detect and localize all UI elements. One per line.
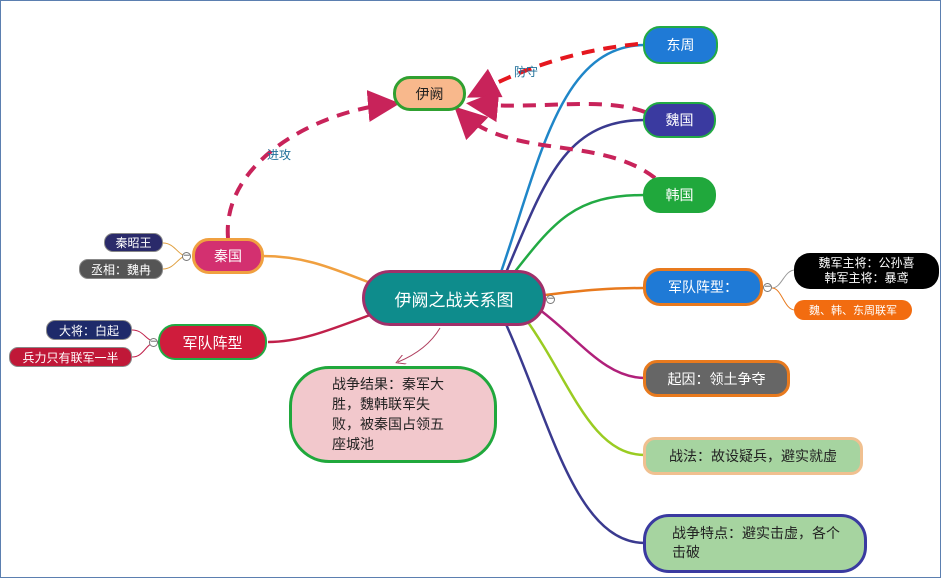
central-topic[interactable]: 伊阙之战关系图 xyxy=(362,270,546,326)
formation-left-collapse-toggle[interactable]: − xyxy=(149,337,158,347)
defend-arrow-han xyxy=(454,106,657,180)
node-alliance[interactable]: 魏、韩、东周联军 xyxy=(794,300,912,320)
branch-wei xyxy=(503,118,646,276)
node-dongzhou-label: 东周 xyxy=(666,38,695,54)
target-yique[interactable]: 伊阙 xyxy=(393,76,466,111)
node-cause[interactable]: 起因：领土争夺 xyxy=(643,360,790,397)
node-qin-label: 秦国 xyxy=(214,249,242,265)
node-generals-label: 魏军主将：公孙喜 韩军主将：暴鸢 xyxy=(818,256,915,285)
central-collapse-toggle[interactable]: − xyxy=(546,294,555,304)
node-tactics-label: 战法：故设疑兵，避实就虚 xyxy=(669,449,837,465)
result-pointer xyxy=(398,327,441,362)
node-general-label: 大将：白起 xyxy=(58,323,119,338)
defend-arrow-wei xyxy=(466,90,646,123)
node-dongzhou[interactable]: 东周 xyxy=(643,26,718,64)
branch-han xyxy=(509,193,646,279)
node-king[interactable]: 秦昭王 xyxy=(104,233,163,252)
branch-formation-right xyxy=(544,286,646,297)
node-formation-left-label: 军队阵型 xyxy=(182,333,243,352)
node-features[interactable]: 战争特点：避实击虚，各个击破 xyxy=(643,514,867,573)
node-features-label: 战争特点：避实击虚，各个击破 xyxy=(672,525,840,561)
node-alliance-label: 魏、韩、东周联军 xyxy=(809,304,897,317)
node-general[interactable]: 大将：白起 xyxy=(46,320,132,340)
node-formation-left[interactable]: 军队阵型 xyxy=(158,324,267,360)
node-qin[interactable]: 秦国 xyxy=(192,238,264,274)
sub-branch-alliance xyxy=(771,287,796,311)
branch-dongzhou xyxy=(498,43,646,276)
node-chancellor-label: 丞相：魏冉 xyxy=(90,262,151,277)
node-generals[interactable]: 魏军主将：公孙喜 韩军主将：暴鸢 xyxy=(794,253,939,289)
sub-branch-generals xyxy=(771,269,796,289)
node-formation-right-label: 军队阵型： xyxy=(668,280,738,296)
node-tactics[interactable]: 战法：故设疑兵，避实就虚 xyxy=(643,437,863,475)
attack-label: 进攻 xyxy=(267,148,292,162)
node-han[interactable]: 韩国 xyxy=(643,177,716,213)
branch-cause xyxy=(539,309,646,380)
node-han-label: 韩国 xyxy=(665,188,694,204)
node-troops[interactable]: 兵力只有联军一半 xyxy=(9,347,132,367)
node-result-label: 战争结果：秦军大胜，魏韩联军失败，被秦国占领五座城池 xyxy=(332,376,444,453)
attack-arrow xyxy=(225,90,400,239)
target-yique-label: 伊阙 xyxy=(415,86,444,103)
central-topic-label: 伊阙之战关系图 xyxy=(394,290,514,311)
branch-features xyxy=(503,321,646,545)
node-result[interactable]: 战争结果：秦军大胜，魏韩联军失败，被秦国占领五座城池 xyxy=(289,366,497,463)
qin-collapse-toggle[interactable]: − xyxy=(182,251,191,261)
node-wei[interactable]: 魏国 xyxy=(643,102,716,138)
branch-formation-left xyxy=(267,313,371,344)
node-wei-label: 魏国 xyxy=(665,113,694,129)
node-king-label: 秦昭王 xyxy=(115,236,152,250)
node-chancellor[interactable]: 丞相：魏冉 xyxy=(79,259,163,279)
branch-qin xyxy=(261,254,369,284)
formation-right-collapse-toggle[interactable]: − xyxy=(763,282,772,292)
defend-label: 防守 xyxy=(514,65,539,79)
node-cause-label: 起因：领土争夺 xyxy=(667,371,766,388)
branch-tactics xyxy=(523,317,646,457)
node-troops-label: 兵力只有联军一半 xyxy=(22,350,119,365)
node-formation-right[interactable]: 军队阵型： xyxy=(643,268,763,306)
